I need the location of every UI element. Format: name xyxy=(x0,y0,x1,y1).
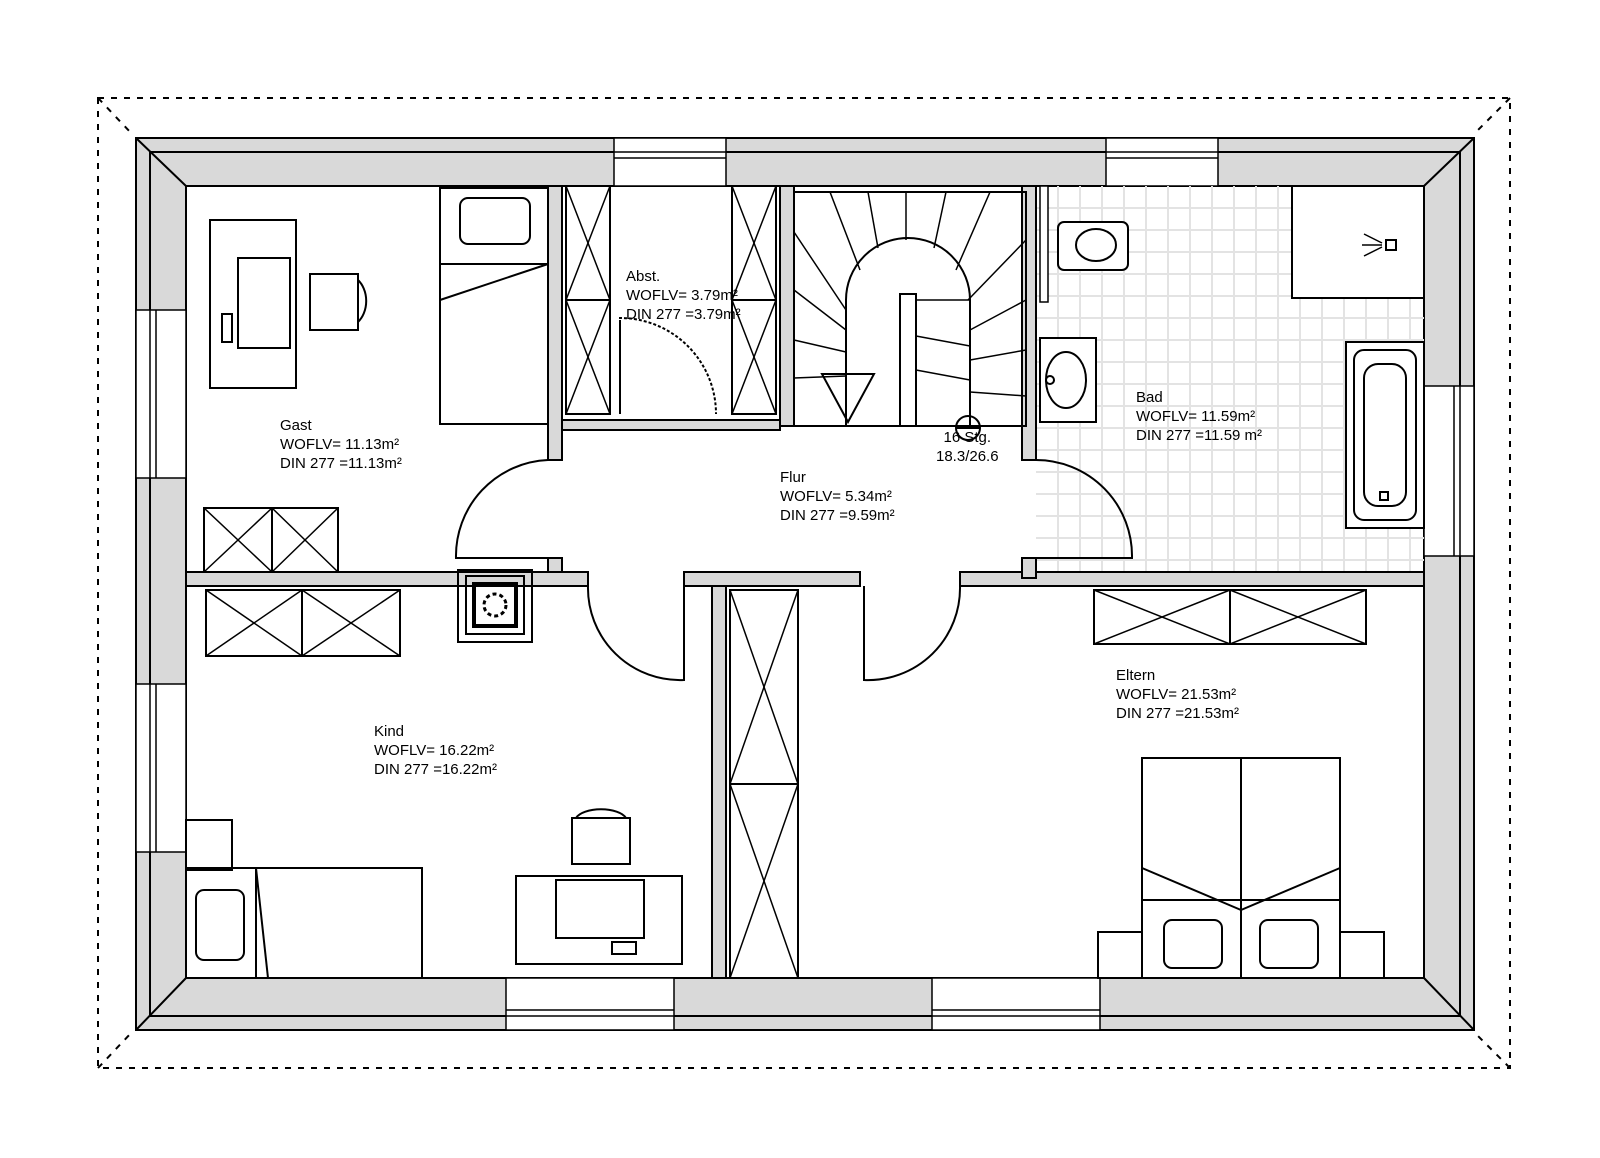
room-din-area: DIN 277 =9.59m² xyxy=(780,507,895,524)
room-din-area: DIN 277 =11.59 m² xyxy=(1136,427,1263,444)
room-label-bad: Bad WOFLV= 11.59m² DIN 277 =11.59 m² xyxy=(1136,388,1262,445)
room-name: Eltern xyxy=(1116,667,1156,684)
chimney xyxy=(457,569,533,643)
gast-furniture xyxy=(203,187,549,573)
stair-steps: 16 Stg. xyxy=(943,429,992,446)
stair-label: 16 Stg. 18.3/26.6 xyxy=(936,428,999,466)
room-name: Kind xyxy=(374,723,405,740)
doors xyxy=(454,459,1134,682)
room-din-area: DIN 277 =21.53m² xyxy=(1116,705,1239,722)
hallway-wardrobe xyxy=(729,589,799,979)
room-name: Bad xyxy=(1136,389,1163,406)
room-label-eltern: Eltern WOFLV= 21.53m² DIN 277 =21.53m² xyxy=(1116,666,1239,723)
room-name: Abst. xyxy=(626,268,661,285)
room-wofl-area: WOFLV= 5.34m² xyxy=(780,488,892,505)
room-name: Gast xyxy=(280,417,312,434)
room-label-gast: Gast WOFLV= 11.13m² DIN 277 =11.13m² xyxy=(280,416,402,473)
staircase xyxy=(793,191,1027,441)
room-wofl-area: WOFLV= 3.79m² xyxy=(626,287,738,304)
room-label-flur: Flur WOFLV= 5.34m² DIN 277 =9.59m² xyxy=(780,468,895,525)
room-din-area: DIN 277 =11.13m² xyxy=(280,455,402,472)
kind-furniture xyxy=(185,589,683,979)
room-din-area: DIN 277 =16.22m² xyxy=(374,761,497,778)
room-wofl-area: WOFLV= 11.13m² xyxy=(280,436,400,453)
room-din-area: DIN 277 =3.79m² xyxy=(626,306,741,323)
windows xyxy=(135,137,1475,1031)
eltern-furniture xyxy=(1093,589,1385,979)
roof-outline xyxy=(97,97,1511,1069)
room-wofl-area: WOFLV= 21.53m² xyxy=(1116,686,1237,703)
room-label-kind: Kind WOFLV= 16.22m² DIN 277 =16.22m² xyxy=(374,722,497,779)
storage-shelves xyxy=(565,185,777,415)
room-wofl-area: WOFLV= 11.59m² xyxy=(1136,408,1256,425)
room-label-abst: Abst. WOFLV= 3.79m² DIN 277 =3.79m² xyxy=(626,267,741,324)
interior-walls xyxy=(185,185,1425,979)
stair-ratio: 18.3/26.6 xyxy=(936,448,999,465)
room-wofl-area: WOFLV= 16.22m² xyxy=(374,742,495,759)
bathroom-fixtures xyxy=(1039,185,1425,529)
room-name: Flur xyxy=(780,469,806,486)
